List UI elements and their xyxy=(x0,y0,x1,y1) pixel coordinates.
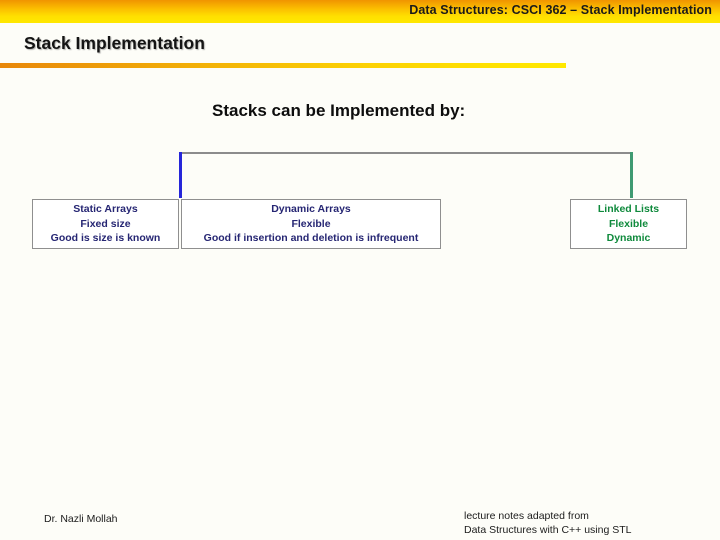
option-line-detail-2: Good if insertion and deletion is infreq… xyxy=(203,232,419,245)
option-line-detail-1: Flexible xyxy=(291,217,331,230)
connector-left-stem xyxy=(179,152,182,198)
footer-credit: lecture notes adapted from Data Structur… xyxy=(464,509,632,537)
connector-horizontal-line xyxy=(180,152,633,154)
option-box-static-arrays: Static Arrays Fixed size Good is size is… xyxy=(32,199,179,249)
option-line-title: Linked Lists xyxy=(597,203,660,216)
page-title: Stack Implementation xyxy=(24,33,205,53)
title-underline-rule xyxy=(0,63,566,68)
footer-author: Dr. Nazli Mollah xyxy=(44,513,118,525)
option-box-linked-lists: Linked Lists Flexible Dynamic xyxy=(570,199,687,249)
body-heading: Stacks can be Implemented by: xyxy=(212,101,466,120)
footer-credit-line-2: Data Structures with C++ using STL xyxy=(464,524,632,536)
option-box-dynamic-arrays: Dynamic Arrays Flexible Good if insertio… xyxy=(181,199,441,249)
option-line-detail-2: Good is size is known xyxy=(50,232,161,245)
option-line-detail-2: Dynamic xyxy=(606,232,651,245)
option-line-detail-1: Fixed size xyxy=(80,217,131,230)
top-banner: Data Structures: CSCI 362 – Stack Implem… xyxy=(0,0,720,23)
option-line-title: Static Arrays xyxy=(73,203,138,216)
footer-credit-line-1: lecture notes adapted from xyxy=(464,510,589,522)
option-line-detail-1: Flexible xyxy=(608,217,649,230)
connector-right-stem xyxy=(630,152,633,198)
option-line-title: Dynamic Arrays xyxy=(271,203,351,216)
course-banner-title: Data Structures: CSCI 362 – Stack Implem… xyxy=(409,3,712,17)
